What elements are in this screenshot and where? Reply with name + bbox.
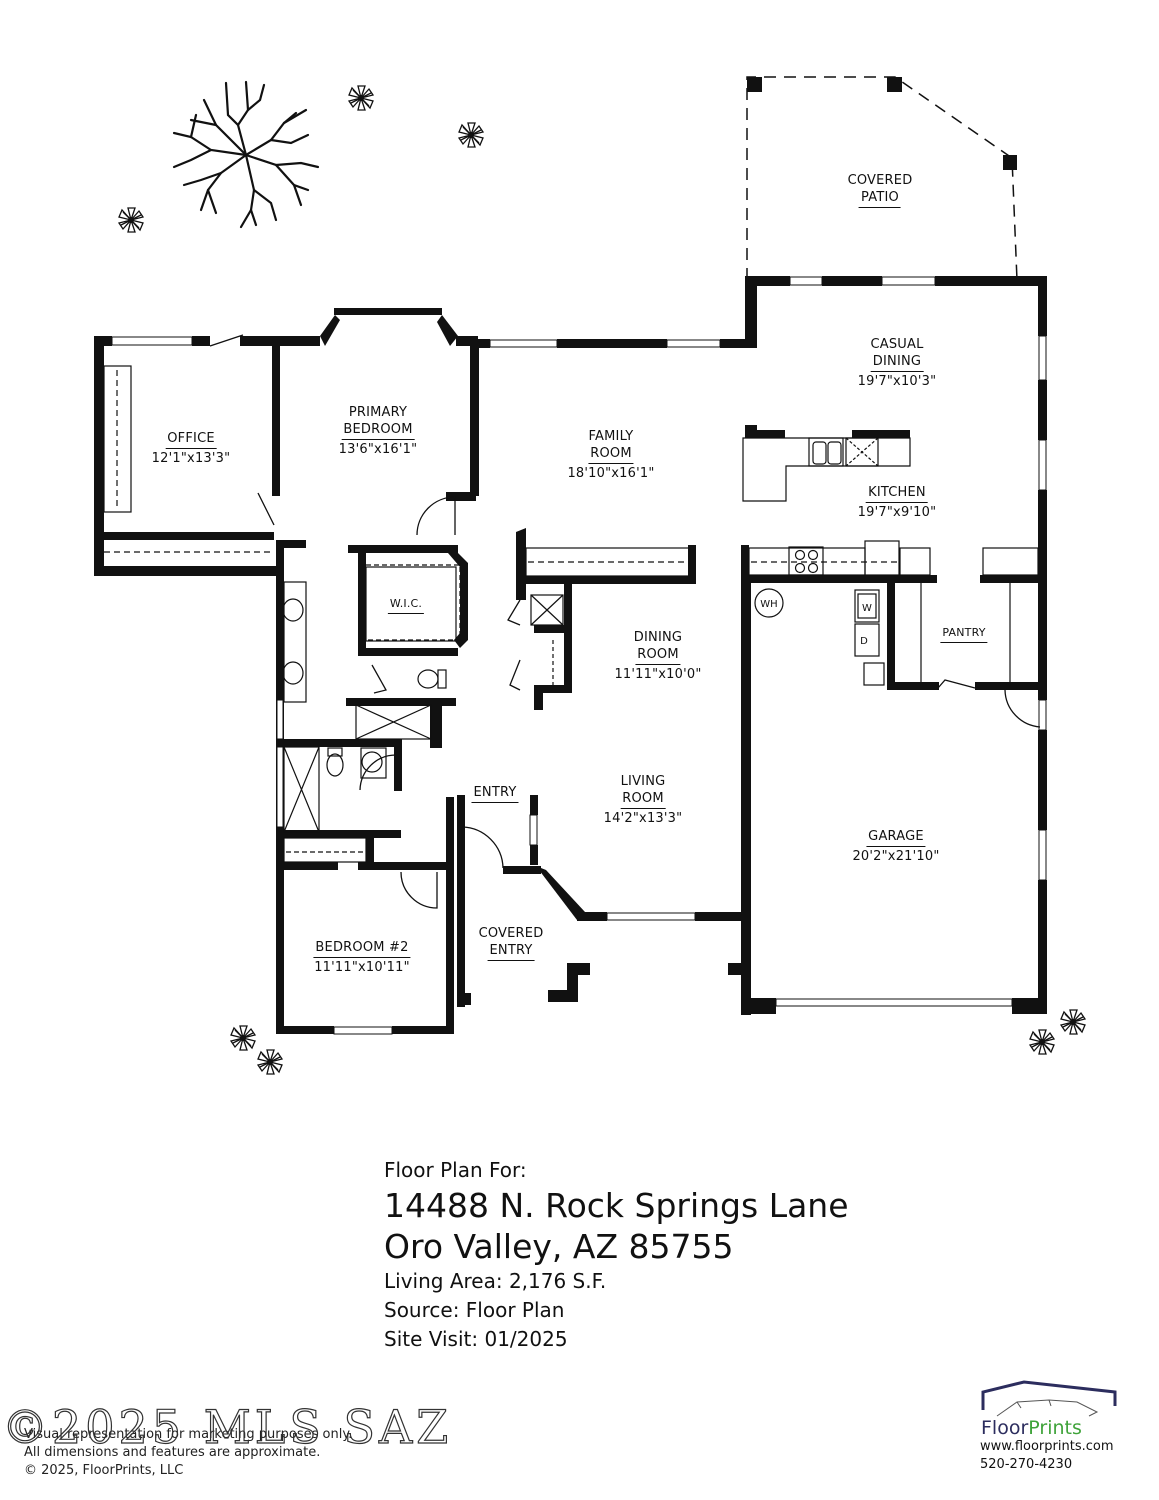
water-heater-label: WH (760, 599, 777, 610)
room-name: FAMILY (588, 429, 634, 444)
living-area: Living Area: 2,176 S.F. (384, 1269, 607, 1293)
room-label-primary-bedroom: PRIMARY BEDROOM 13'6"x16'1" (339, 404, 418, 458)
room-label-family-room: FAMILY ROOM 18'10"x16'1" (567, 428, 654, 482)
phone-number: 520-270-4230 (980, 1457, 1073, 1472)
room-label-wic: W.I.C. (387, 595, 425, 614)
room-dimensions: 13'6"x16'1" (338, 442, 418, 457)
room-label-kitchen: KITCHEN 19'7"x9'10" (858, 484, 937, 521)
shrub-icon (1060, 1009, 1086, 1035)
room-dimensions: 18'10"x16'1" (567, 466, 655, 481)
doors (209, 334, 1041, 909)
address-line2: Oro Valley, AZ 85755 (384, 1227, 734, 1266)
washer-label: W (862, 603, 872, 614)
room-name: LIVING (620, 774, 666, 789)
room-name: PATIO (859, 189, 901, 208)
room-name: W.I.C. (387, 595, 425, 614)
website-link[interactable]: www.floorprints.com (980, 1439, 1114, 1454)
room-dimensions: 12'1"x13'3" (151, 451, 231, 466)
house-roof-icon (981, 1380, 1117, 1417)
room-label-entry: ENTRY (471, 784, 519, 803)
room-name: BEDROOM #2 (313, 939, 411, 958)
windows (111, 276, 1047, 1035)
brand-prints: Prints (1028, 1417, 1082, 1439)
room-name: ROOM (588, 445, 634, 464)
floorprints-logo: FloorPrints www.floorprints.com 520-270-… (975, 1380, 1145, 1474)
floor-plan-drawing: WH W D (94, 76, 1086, 1075)
shrub-icon (118, 207, 144, 233)
shrub-icon (458, 122, 484, 148)
room-dimensions: 11'11"x10'0" (614, 667, 702, 682)
brand-name: FloorPrints (981, 1418, 1145, 1438)
walls (94, 276, 1047, 1034)
room-dimensions: 20'2"x21'10" (852, 849, 940, 864)
large-tree-icon (172, 80, 320, 229)
room-label-living-room: LIVING ROOM 14'2"x13'3" (604, 773, 683, 827)
room-dimensions: 14'2"x13'3" (603, 811, 683, 826)
mls-watermark: ©2025 MLS SAZ (1, 1399, 453, 1454)
room-name: OFFICE (165, 430, 217, 449)
brand-floor: Floor (981, 1417, 1029, 1439)
disclaimer-line1: Visual representation for marketing purp… (24, 1427, 353, 1442)
shrub-icon (257, 1049, 283, 1075)
disclaimer: Visual representation for marketing purp… (24, 1426, 352, 1480)
info-heading: Floor Plan For: (384, 1158, 527, 1182)
room-label-pantry: PANTRY (940, 624, 988, 643)
room-name: DINING (870, 353, 924, 372)
room-name: COVERED (847, 173, 913, 188)
room-label-garage: GARAGE 20'2"x21'10" (852, 828, 939, 865)
room-name: ENTRY (471, 784, 519, 803)
room-label-casual-dining: CASUAL DINING 19'7"x10'3" (858, 336, 937, 390)
fixtures (103, 365, 1039, 863)
room-name: ROOM (620, 790, 666, 809)
room-name: PRIMARY (348, 405, 408, 420)
room-label-dining-room: DINING ROOM 11'11"x10'0" (614, 629, 701, 683)
room-label-office: OFFICE 12'1"x13'3" (152, 430, 231, 467)
room-name: PANTRY (940, 624, 988, 643)
shrub-icon (348, 85, 374, 111)
disclaimer-line2: All dimensions and features are approxim… (24, 1445, 321, 1460)
room-label-covered-entry: COVERED ENTRY (479, 925, 544, 961)
room-dimensions: 19'7"x10'3" (857, 374, 937, 389)
room-name: COVERED (478, 926, 544, 941)
source: Source: Floor Plan (384, 1298, 565, 1322)
property-info: Floor Plan For: 14488 N. Rock Springs La… (384, 1156, 849, 1354)
site-visit: Site Visit: 01/2025 (384, 1327, 568, 1351)
room-name: DINING (633, 630, 683, 645)
fixture-labels: WH W D (760, 599, 872, 647)
room-name: BEDROOM (341, 421, 415, 440)
shrub-icon (230, 1025, 256, 1051)
room-name: ENTRY (487, 942, 535, 961)
room-name: KITCHEN (866, 484, 928, 503)
dryer-label: D (860, 636, 868, 647)
address-line1: 14488 N. Rock Springs Lane (384, 1186, 849, 1225)
covered-patio-outline (746, 76, 1018, 281)
copyright-line: © 2025, FloorPrints, LLC (24, 1463, 184, 1478)
room-dimensions: 11'11"x10'11" (314, 960, 410, 975)
shrub-icon (1029, 1029, 1055, 1055)
room-label-bedroom-2: BEDROOM #2 11'11"x10'11" (313, 939, 411, 976)
room-name: CASUAL (870, 337, 924, 352)
room-dimensions: 19'7"x9'10" (857, 505, 937, 520)
room-name: GARAGE (866, 828, 926, 847)
room-label-covered-patio: COVERED PATIO (848, 172, 913, 208)
room-name: ROOM (635, 646, 681, 665)
